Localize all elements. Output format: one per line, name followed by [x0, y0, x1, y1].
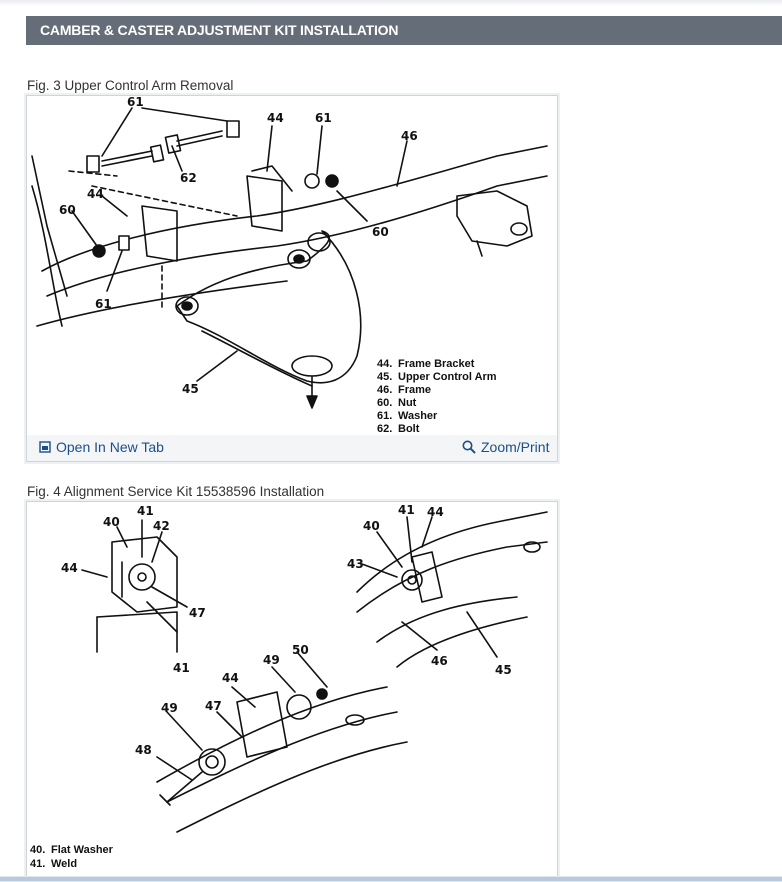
fig4-callout: 49 [263, 653, 280, 667]
fig4-callout: 46 [431, 654, 448, 668]
fig3-diagram: 61 44 61 46 62 44 60 60 61 45 [31, 96, 548, 409]
legend-item: 61.Washer [377, 410, 438, 422]
fig4-caption: Fig. 4 Alignment Service Kit 15538596 In… [27, 484, 325, 499]
fig3-callout: 62 [180, 171, 197, 185]
fig4-callout: 42 [153, 519, 170, 533]
fig3-callout: 61 [95, 297, 112, 311]
fig3-callout: 61 [127, 96, 144, 109]
fig3-callout: 46 [401, 129, 418, 143]
legend-item: 60.Nut [377, 397, 417, 409]
fig4-callout: 45 [495, 663, 512, 677]
fig4-callout: 41 [398, 503, 415, 517]
legend-item: 62.Bolt [377, 423, 420, 435]
zoom-print-label: Zoom/Print [481, 439, 550, 455]
fig4-callout: 47 [189, 606, 206, 620]
open-new-tab-label: Open In New Tab [56, 439, 164, 455]
fig3-callout: 45 [182, 382, 199, 396]
open-new-tab-link[interactable]: Open In New Tab [39, 439, 164, 455]
fig3-callout: 60 [59, 203, 76, 217]
fig4-callout: 44 [61, 561, 78, 575]
section-title: CAMBER & CASTER ADJUSTMENT KIT INSTALLAT… [26, 16, 782, 45]
fig4-callout: 40 [103, 515, 120, 529]
fig4-callout: 41 [137, 504, 154, 518]
fig3-callout: 60 [372, 225, 389, 239]
open-new-tab-icon [39, 441, 51, 453]
legend-item: 40.Flat Washer [30, 844, 113, 856]
fig4-diagram: 41 40 42 44 47 41 41 44 40 43 46 45 50 4… [61, 503, 548, 833]
fig4-callout: 41 [173, 661, 190, 675]
fig4-panel: 41 40 42 44 47 41 41 44 40 43 46 45 50 4… [26, 501, 558, 882]
fig3-panel: 61 44 61 46 62 44 60 60 61 45 44.Frame B… [26, 95, 558, 462]
scrollbar-thumb[interactable] [0, 877, 782, 881]
fig4-callout: 44 [427, 505, 444, 519]
fig4-callout: 49 [161, 701, 178, 715]
legend-item: 45.Upper Control Arm [377, 371, 497, 383]
zoom-print-link[interactable]: Zoom/Print [462, 439, 549, 455]
fig4-callout: 48 [135, 743, 152, 757]
legend-item: 41.Weld [30, 858, 78, 870]
fig3-callout: 44 [267, 111, 284, 125]
fig4-callout: 40 [363, 519, 380, 533]
top-edge [0, 0, 782, 6]
fig4-callout: 47 [205, 699, 222, 713]
fig3-callout: 44 [87, 187, 104, 201]
fig3-caption: Fig. 3 Upper Control Arm Removal [27, 78, 234, 93]
fig3-toolbar: Open In New Tab Zoom/Print [27, 435, 557, 461]
fig4-callout: 43 [347, 557, 364, 571]
fig4-callout: 44 [222, 671, 239, 685]
fig4-callout: 50 [292, 643, 309, 657]
magnifier-icon [462, 440, 476, 454]
legend-item: 44.Frame Bracket [377, 358, 475, 370]
fig3-callout: 61 [315, 111, 332, 125]
legend-item: 46.Frame [377, 384, 432, 396]
horizontal-scrollbar[interactable] [0, 876, 782, 882]
